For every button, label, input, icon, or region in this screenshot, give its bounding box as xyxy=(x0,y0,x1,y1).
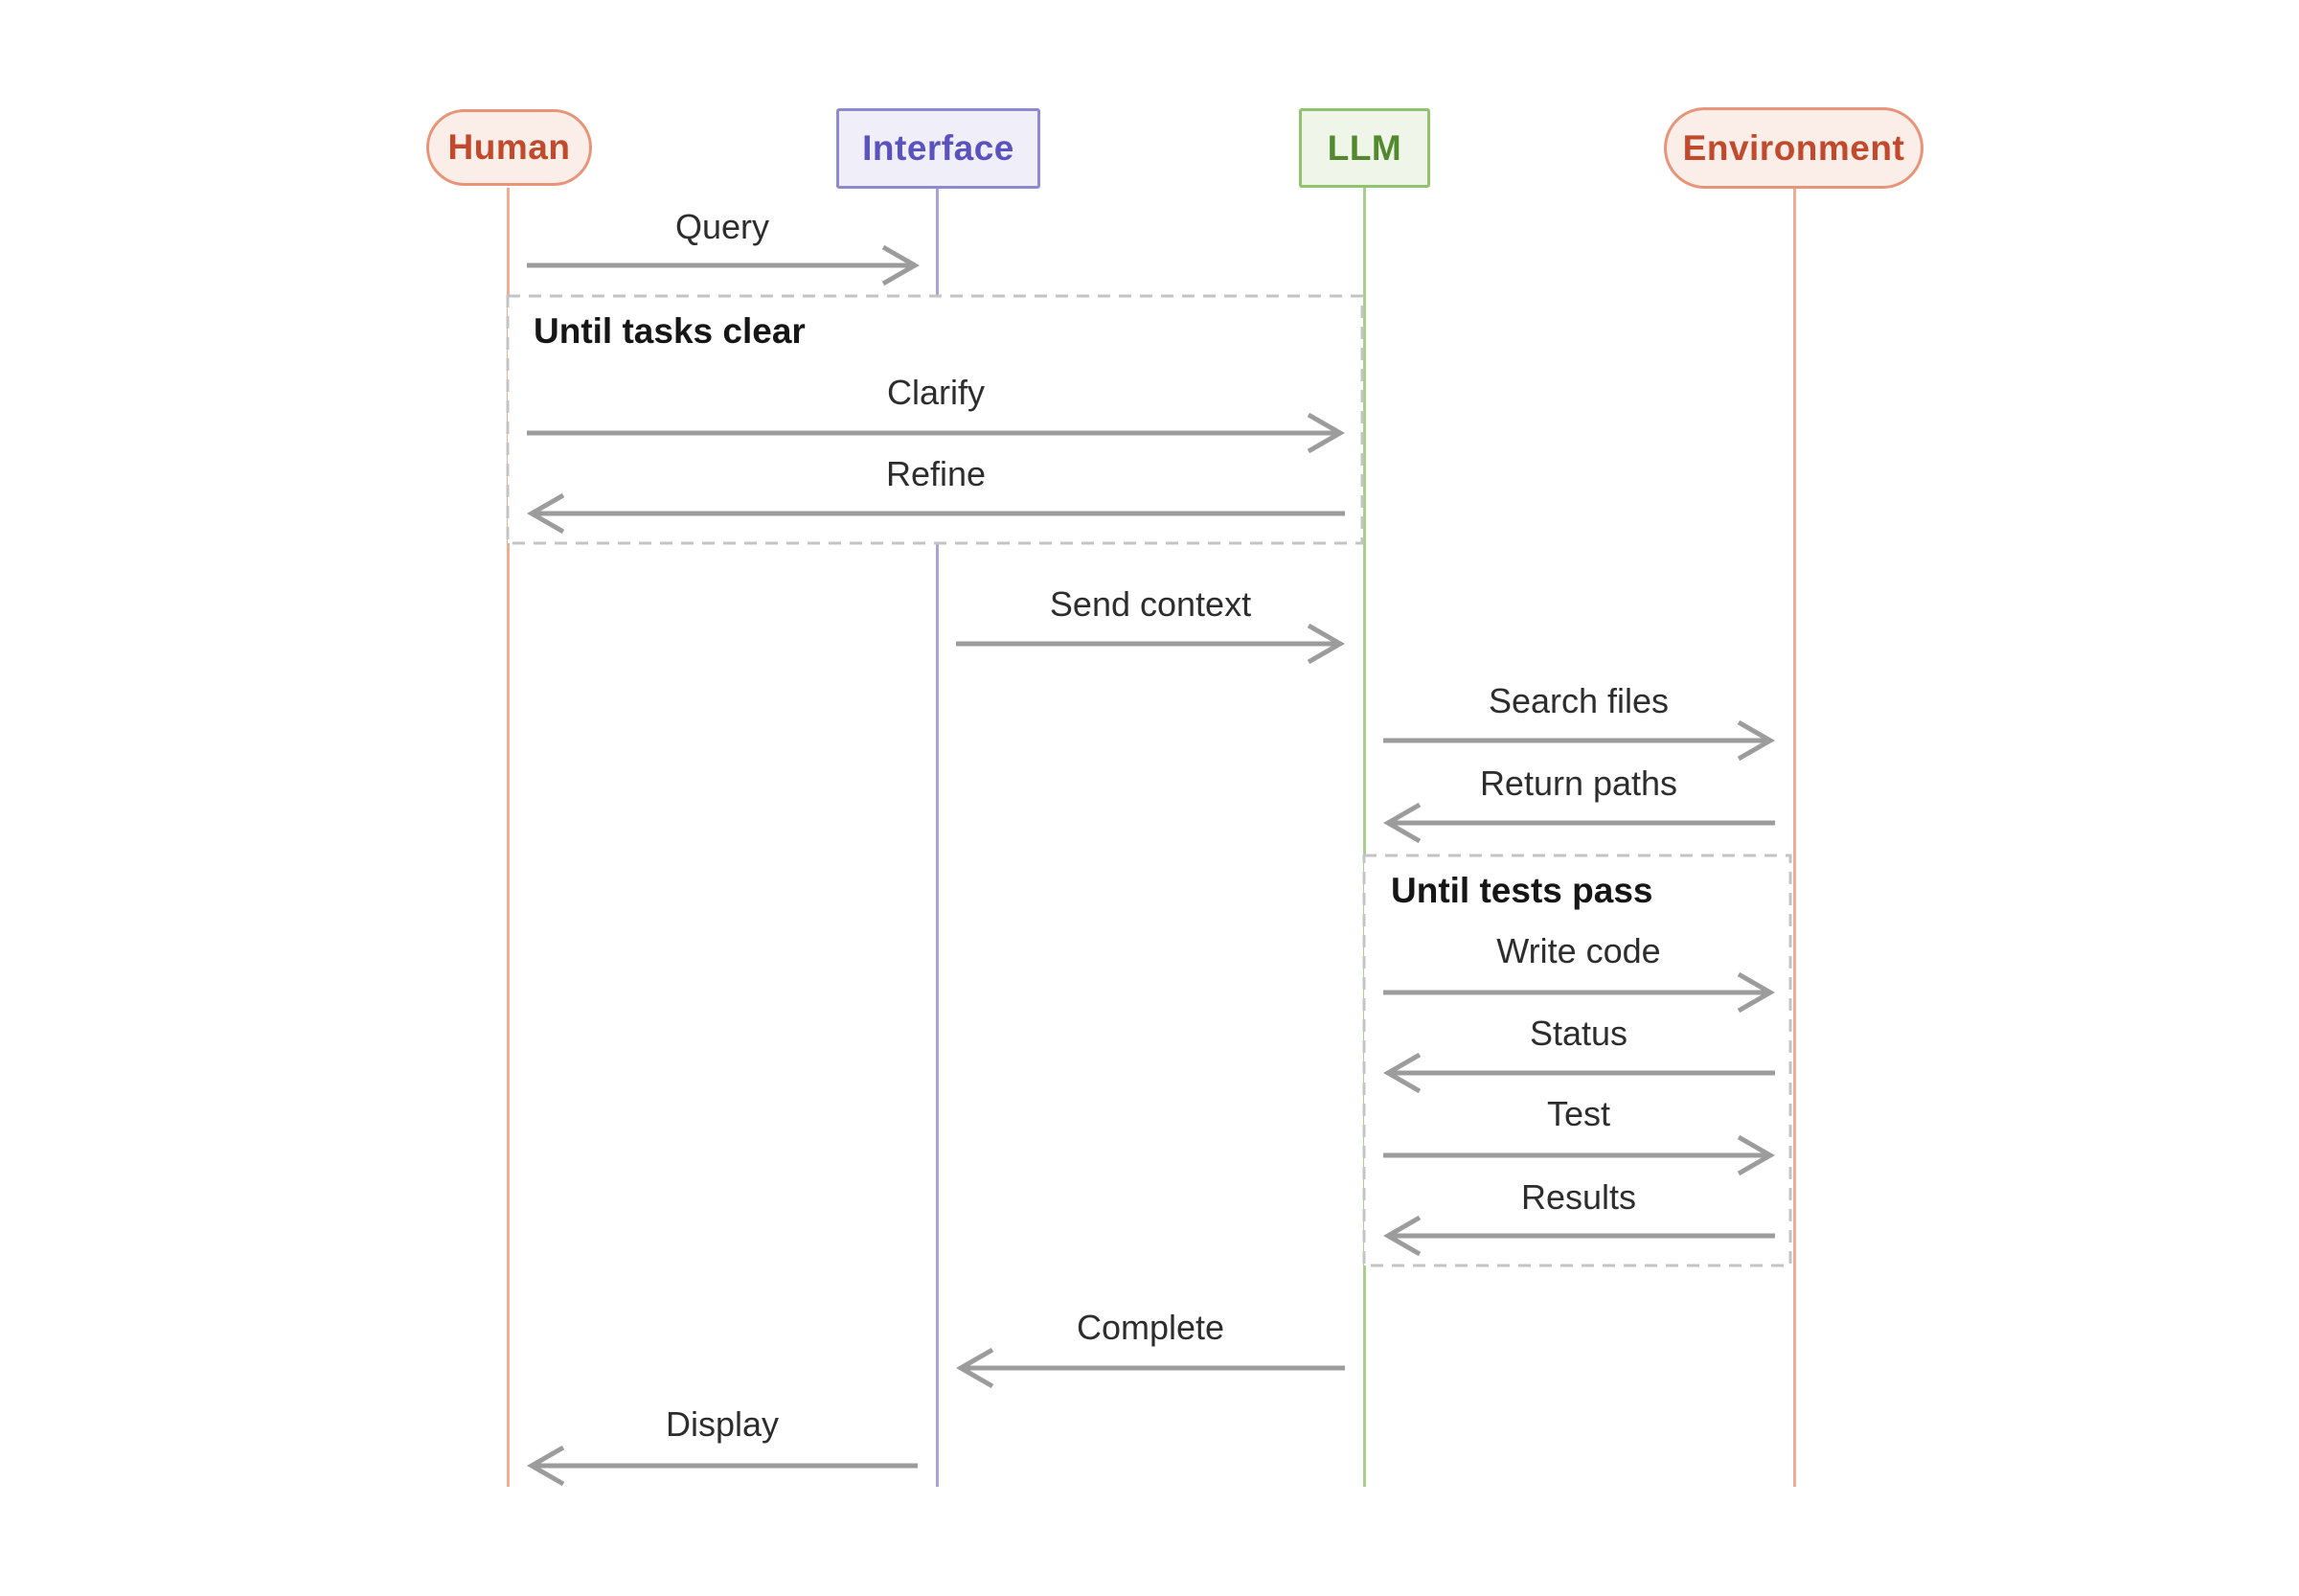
loop-title-until-tasks-clear: Until tasks clear xyxy=(534,311,806,351)
message-label-return-paths: Return paths xyxy=(1479,764,1678,803)
message-arrow-complete xyxy=(955,1347,1345,1389)
lifeline-interface xyxy=(936,188,939,1487)
lifeline-human xyxy=(507,188,510,1487)
message-arrow-query xyxy=(527,244,921,286)
message-arrow-test xyxy=(1383,1134,1776,1176)
message-label-search-files: Search files xyxy=(1488,681,1670,720)
message-label-status: Status xyxy=(1529,1014,1628,1053)
message-arrow-return-paths xyxy=(1382,802,1775,844)
message-arrow-search-files xyxy=(1383,719,1776,762)
lifeline-environment xyxy=(1793,188,1796,1487)
message-arrow-clarify xyxy=(527,412,1346,454)
message-label-query: Query xyxy=(674,207,770,246)
message-arrow-send-context xyxy=(956,623,1346,665)
loop-frame-until-tasks-clear xyxy=(506,294,1364,545)
message-label-send-context: Send context xyxy=(1049,584,1252,624)
actor-environment: Environment xyxy=(1664,107,1923,189)
actor-llm: LLM xyxy=(1299,108,1430,188)
loop-frame-until-tests-pass xyxy=(1362,854,1792,1267)
message-arrow-display xyxy=(526,1445,918,1487)
loop-title-until-tests-pass: Until tests pass xyxy=(1391,871,1653,910)
message-label-test: Test xyxy=(1546,1094,1611,1133)
lifeline-llm xyxy=(1363,188,1366,1487)
message-label-clarify: Clarify xyxy=(886,373,986,412)
actor-human: Human xyxy=(426,109,592,186)
message-label-write-code: Write code xyxy=(1496,931,1661,970)
message-label-refine: Refine xyxy=(885,454,987,493)
message-arrow-write-code xyxy=(1383,971,1776,1014)
message-arrow-status xyxy=(1382,1052,1775,1094)
message-label-complete: Complete xyxy=(1076,1308,1225,1347)
message-arrow-refine xyxy=(526,492,1345,535)
actor-interface: Interface xyxy=(836,108,1040,189)
message-label-display: Display xyxy=(665,1404,780,1444)
message-label-results: Results xyxy=(1520,1177,1637,1217)
message-arrow-results xyxy=(1382,1215,1775,1257)
